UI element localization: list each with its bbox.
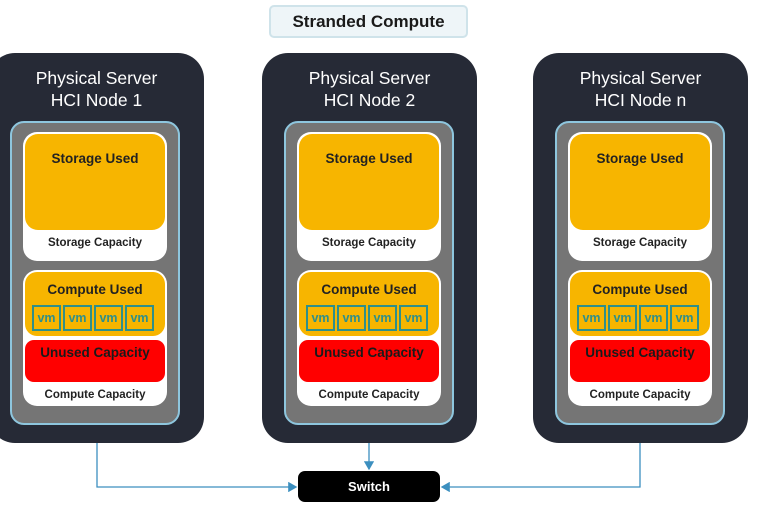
compute-used-block: Compute Used vm vm vm vm — [299, 272, 439, 336]
server-node-n: Physical Server HCI Node n Storage Used … — [533, 53, 748, 443]
hci-panel: Storage Used Storage Capacity Compute Us… — [284, 121, 454, 425]
server-title-line1: Physical Server — [35, 68, 158, 88]
vm-box: vm — [337, 305, 366, 331]
storage-capacity-label: Storage Capacity — [593, 237, 687, 249]
storage-capacity-box: Storage Used Storage Capacity — [568, 132, 712, 261]
server-title-line1: Physical Server — [308, 68, 431, 88]
network-switch: Switch — [298, 471, 440, 502]
compute-used-label: Compute Used — [47, 282, 143, 297]
compute-used-label: Compute Used — [592, 282, 688, 297]
vm-box: vm — [306, 305, 335, 331]
server-title-line1: Physical Server — [579, 68, 702, 88]
compute-used-label: Compute Used — [321, 282, 417, 297]
compute-capacity-box: Compute Used vm vm vm vm Unused Capacity… — [568, 270, 712, 406]
hci-panel: Storage Used Storage Capacity Compute Us… — [10, 121, 180, 425]
storage-used-block: Storage Used — [570, 134, 710, 230]
server-title: Physical Server HCI Node 2 — [262, 67, 477, 111]
server-title-line2: HCI Node 1 — [50, 90, 143, 110]
vm-box: vm — [577, 305, 606, 331]
hci-panel: Storage Used Storage Capacity Compute Us… — [555, 121, 725, 425]
vm-box: vm — [94, 305, 123, 331]
compute-capacity-box: Compute Used vm vm vm vm Unused Capacity… — [23, 270, 167, 406]
vm-box: vm — [608, 305, 637, 331]
compute-capacity-label: Compute Capacity — [318, 389, 420, 401]
storage-used-block: Storage Used — [299, 134, 439, 230]
server-title: Physical Server HCI Node n — [533, 67, 748, 111]
vm-box: vm — [32, 305, 61, 331]
unused-capacity-block: Unused Capacity — [299, 340, 439, 382]
compute-capacity-label: Compute Capacity — [44, 389, 146, 401]
link-node-1 — [96, 443, 298, 493]
vm-box: vm — [125, 305, 154, 331]
storage-capacity-box: Storage Used Storage Capacity — [23, 132, 167, 261]
unused-capacity-block: Unused Capacity — [570, 340, 710, 382]
server-title-line2: HCI Node n — [594, 90, 687, 110]
compute-capacity-box: Compute Used vm vm vm vm Unused Capacity… — [297, 270, 441, 406]
storage-used-block: Storage Used — [25, 134, 165, 230]
vm-box: vm — [399, 305, 428, 331]
vm-row: vm vm vm vm — [577, 305, 699, 331]
vm-box: vm — [670, 305, 699, 331]
compute-capacity-label: Compute Capacity — [589, 389, 691, 401]
vm-box: vm — [368, 305, 397, 331]
server-title: Physical Server HCI Node 1 — [0, 67, 204, 111]
server-node-2: Physical Server HCI Node 2 Storage Used … — [262, 53, 477, 443]
compute-used-block: Compute Used vm vm vm vm — [570, 272, 710, 336]
vm-box: vm — [639, 305, 668, 331]
diagram-title: Stranded Compute — [269, 5, 468, 38]
unused-capacity-block: Unused Capacity — [25, 340, 165, 382]
vm-row: vm vm vm vm — [32, 305, 154, 331]
compute-used-block: Compute Used vm vm vm vm — [25, 272, 165, 336]
server-node-1: Physical Server HCI Node 1 Storage Used … — [0, 53, 204, 443]
vm-row: vm vm vm vm — [306, 305, 428, 331]
storage-capacity-label: Storage Capacity — [48, 237, 142, 249]
vm-box: vm — [63, 305, 92, 331]
storage-capacity-label: Storage Capacity — [322, 237, 416, 249]
storage-capacity-box: Storage Used Storage Capacity — [297, 132, 441, 261]
server-title-line2: HCI Node 2 — [323, 90, 416, 110]
link-node-n — [440, 443, 641, 493]
